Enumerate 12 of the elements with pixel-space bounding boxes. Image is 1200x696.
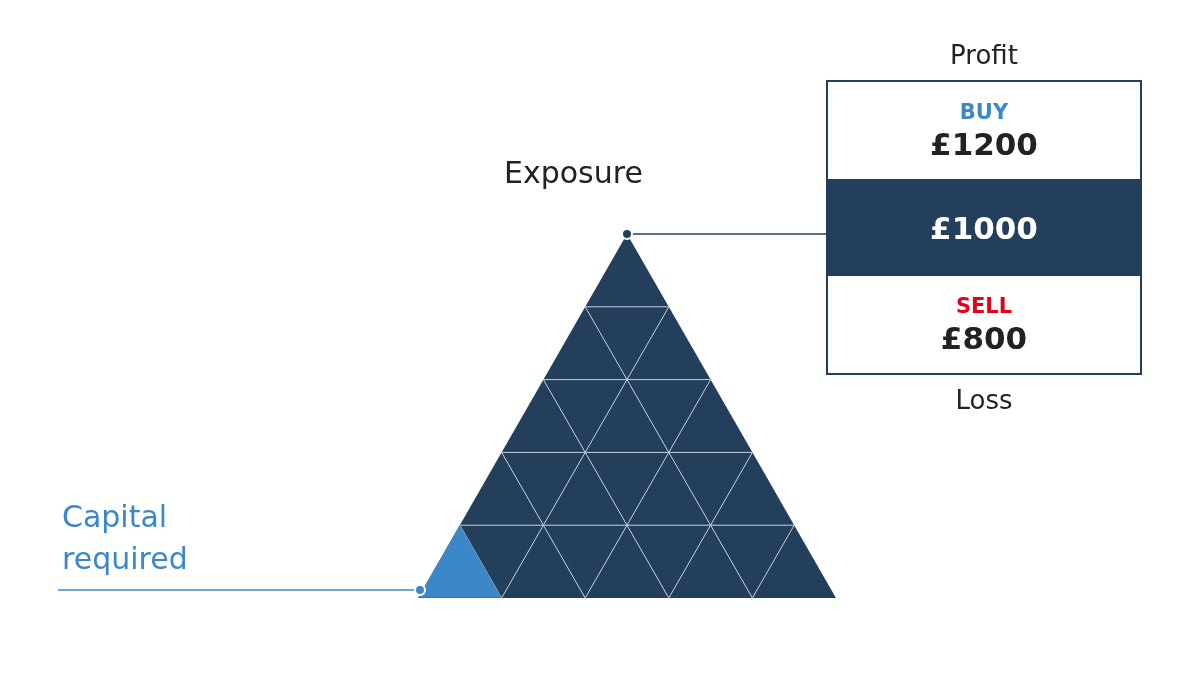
label-text: Capital required [62,498,189,578]
price-value: £1000 [930,208,1038,247]
price-row [828,179,1140,276]
leader-line [621,228,829,240]
price-value: £800 [940,318,1028,357]
price-value: £1200 [930,124,1038,163]
action-label: SELL [955,292,1013,319]
column-footer: Loss [955,383,1013,417]
action-label: BUY [959,98,1009,125]
leader-line [57,584,426,596]
column-heading: Profit [950,39,1018,72]
label-text: Exposure [504,154,644,192]
